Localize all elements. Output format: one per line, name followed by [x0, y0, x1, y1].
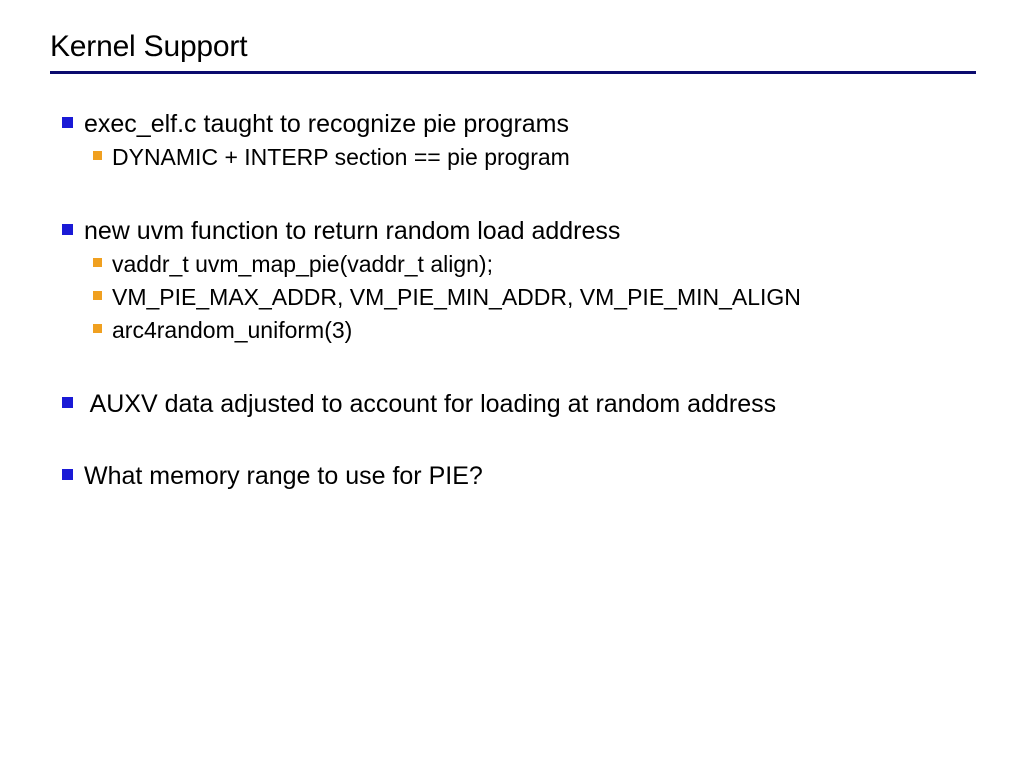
square-bullet-icon: [62, 224, 73, 235]
bullet-text: arc4random_uniform(3): [112, 317, 353, 343]
bullet-item-auxv-data: AUXV data adjusted to account for loadin…: [62, 388, 992, 421]
bullet-text: exec_elf.c taught to recognize pie progr…: [84, 110, 569, 138]
slide-title-block: Kernel Support: [50, 30, 976, 74]
bullet-text: What memory range to use for PIE?: [84, 462, 483, 490]
bullet-item-uvm-map-pie-signature: vaddr_t uvm_map_pie(vaddr_t align);: [93, 248, 992, 281]
square-bullet-icon: [93, 291, 102, 300]
bullet-text: new uvm function to return random load a…: [84, 217, 621, 245]
slide-body-content: exec_elf.c taught to recognize pie progr…: [62, 108, 992, 493]
square-bullet-icon: [62, 117, 73, 128]
square-bullet-icon: [93, 324, 102, 333]
title-underline-rule: [50, 71, 976, 74]
bullet-group-spacer: [62, 347, 992, 388]
bullet-text: VM_PIE_MAX_ADDR, VM_PIE_MIN_ADDR, VM_PIE…: [112, 284, 801, 310]
page-title: Kernel Support: [50, 30, 248, 63]
bullet-group-spacer: [62, 174, 992, 215]
square-bullet-icon: [62, 469, 73, 480]
bullet-text: vaddr_t uvm_map_pie(vaddr_t align);: [112, 251, 493, 277]
bullet-item-dynamic-interp: DYNAMIC + INTERP section == pie program: [93, 141, 992, 174]
bullet-text: DYNAMIC + INTERP section == pie program: [112, 144, 570, 170]
bullet-item-exec-elf: exec_elf.c taught to recognize pie progr…: [62, 108, 992, 141]
bullet-item-new-uvm-function: new uvm function to return random load a…: [62, 215, 992, 248]
square-bullet-icon: [93, 258, 102, 267]
square-bullet-icon: [93, 151, 102, 160]
square-bullet-icon: [62, 397, 73, 408]
bullet-item-memory-range-question: What memory range to use for PIE?: [62, 460, 992, 493]
bullet-text: AUXV data adjusted to account for loadin…: [84, 390, 777, 418]
bullet-item-vm-pie-constants: VM_PIE_MAX_ADDR, VM_PIE_MIN_ADDR, VM_PIE…: [93, 281, 992, 314]
bullet-item-arc4random-uniform: arc4random_uniform(3): [93, 314, 992, 347]
bullet-group-spacer: [62, 421, 992, 460]
